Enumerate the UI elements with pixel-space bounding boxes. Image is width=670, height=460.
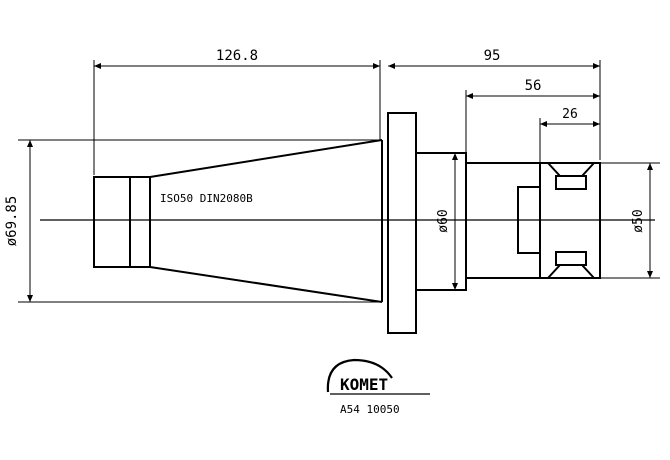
dimension-26 (539, 118, 600, 162)
dim-label-56: 56 (525, 78, 542, 94)
dim-label-95: 95 (484, 48, 501, 64)
dim-label-126-8: 126.8 (216, 48, 258, 64)
flange (387, 112, 417, 334)
taper-end-block (93, 176, 131, 268)
dimension-dia-60 (452, 153, 458, 290)
logo-brand-text: KOMET (340, 375, 388, 394)
dim-label-dia-69-85: ø69.85 (4, 196, 20, 247)
dimension-95 (388, 60, 601, 160)
dim-label-26: 26 (562, 107, 578, 122)
taper-spec-label: ISO50 DIN2080B (160, 192, 253, 205)
taper-neck (129, 176, 151, 268)
taper-body (93, 139, 383, 303)
dimension-56 (465, 90, 600, 162)
dim-label-dia-60: ø60 (436, 209, 451, 232)
part-number: A54 10050 (340, 403, 400, 416)
dimension-dia-50 (600, 162, 660, 279)
dimension-dia-69-85 (18, 139, 382, 303)
komet-logo: KOMET (326, 358, 430, 395)
dim-label-dia-50: ø50 (631, 209, 646, 232)
dimension-126-8 (93, 60, 381, 175)
shank (465, 162, 601, 279)
